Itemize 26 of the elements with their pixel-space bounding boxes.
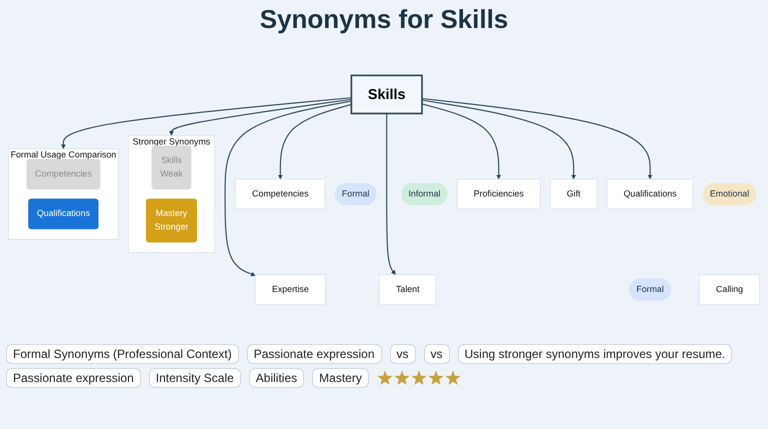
node-box: Skills — [350, 74, 423, 114]
arrow — [224, 100, 352, 276]
arrow — [278, 104, 352, 180]
arrow — [169, 98, 352, 136]
title: Synonyms for Skills — [258, 4, 510, 35]
note-text: Passionate expression — [246, 344, 382, 364]
note-text: Abilities — [248, 368, 304, 388]
node-box: Proficiencies — [456, 178, 541, 210]
node-box: Qualifications — [606, 178, 694, 210]
note-text: Intensity Scale — [148, 368, 241, 388]
arrow — [422, 100, 576, 180]
note-text: Mastery — [312, 368, 369, 388]
node-box: Expertise — [255, 274, 326, 305]
node-box: Talent — [379, 274, 436, 305]
note-text: vs — [390, 344, 416, 364]
arrow — [422, 103, 502, 180]
note-text: Formal Synonyms (Professional Context) — [6, 344, 239, 364]
node-box: Calling — [699, 274, 760, 305]
arrow — [422, 98, 652, 180]
node-box: Competencies — [235, 178, 326, 210]
node-box: Gift — [550, 178, 598, 210]
arrow — [60, 97, 352, 150]
note-text: vs — [424, 344, 450, 364]
note-text: Using stronger synonyms improves your resume. — [458, 344, 732, 364]
arrow — [386, 114, 396, 275]
note-text: Passionate expression — [6, 368, 141, 388]
